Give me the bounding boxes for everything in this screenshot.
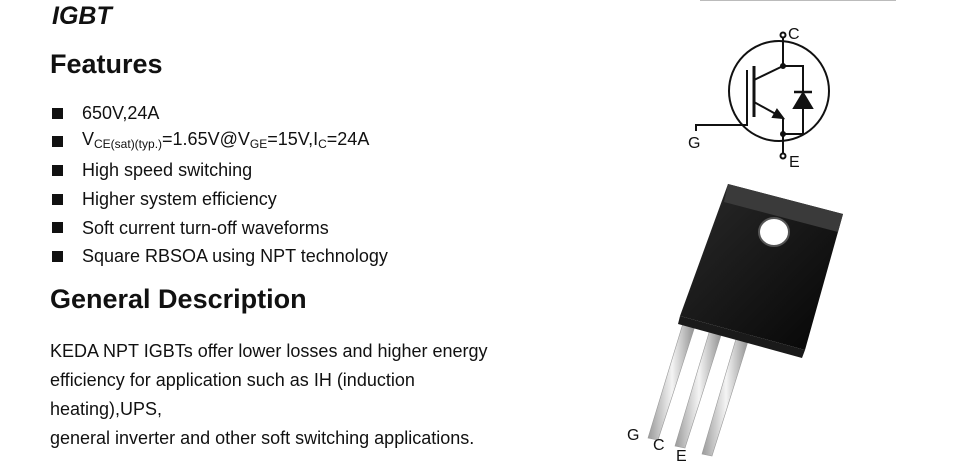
gate-lead	[695, 70, 748, 131]
package-pin-e-label: E	[676, 448, 687, 465]
emitter-arrow-icon	[771, 108, 786, 120]
spec-ce-subscript: CE(sat)(typ.)	[94, 137, 163, 152]
square-bullet-icon	[52, 107, 63, 119]
feature-text: Soft current turn-off waveforms	[82, 217, 329, 238]
feature-text: 650V,24A	[82, 103, 160, 124]
feature-spec-text: VCE(sat)(typ.)=1.65V@VGE=15V,IC=24A	[82, 127, 369, 156]
description-line: efficiency for application such as IH (i…	[50, 370, 415, 390]
collector-terminal-dot	[779, 31, 787, 39]
spec-part-1: =1.65V@V	[162, 129, 250, 150]
package-pin-c-label: C	[653, 437, 665, 454]
feature-item: 650V,24A	[52, 99, 388, 128]
features-list: 650V,24A VCE(sat)(typ.)=1.65V@VGE=15V,IC…	[52, 99, 388, 271]
feature-item: Square RBSOA using NPT technology	[52, 242, 388, 271]
feature-item: Higher system efficiency	[52, 185, 388, 214]
symbol-pin-g-label: G	[688, 135, 700, 152]
feature-item: High speed switching	[52, 156, 388, 185]
description-line: general inverter and other soft switchin…	[50, 428, 475, 448]
symbol-pin-e-label: E	[789, 154, 800, 171]
square-bullet-icon	[52, 193, 63, 205]
feature-item: Soft current turn-off waveforms	[52, 213, 388, 242]
symbol-outline-circle	[728, 40, 830, 142]
junction-dot	[780, 131, 786, 137]
feature-text: High speed switching	[82, 160, 253, 181]
features-heading: Features	[50, 49, 163, 79]
feature-item-vce-spec: VCE(sat)(typ.)=1.65V@VGE=15V,IC=24A	[52, 128, 388, 157]
device-figure: C G E G C E	[600, 0, 900, 471]
square-bullet-icon	[52, 164, 63, 176]
to220f-package-image	[647, 184, 843, 457]
diode-triangle-icon	[792, 91, 814, 109]
general-description-heading: General Description	[50, 284, 307, 314]
square-bullet-icon	[52, 136, 63, 148]
square-bullet-icon	[52, 222, 63, 234]
spec-c-subscript: C	[318, 137, 327, 152]
package-pin-g-label: G	[627, 427, 639, 444]
spec-v: V	[82, 129, 95, 150]
feature-text: Square RBSOA using NPT technology	[82, 246, 388, 267]
mounting-hole	[758, 217, 790, 247]
junction-dot	[780, 63, 786, 69]
symbol-pin-c-label: C	[788, 26, 800, 43]
square-bullet-icon	[52, 250, 63, 262]
package-body	[680, 184, 843, 350]
igbt-figure-svg: C G E G C E	[627, 26, 843, 465]
feature-text: Higher system efficiency	[82, 189, 277, 210]
package-bottom-edge	[678, 316, 805, 358]
description-line: KEDA NPT IGBTs offer lower losses and hi…	[50, 341, 488, 361]
spec-ge-subscript: GE	[249, 137, 268, 152]
spec-part-3: =24A	[326, 129, 370, 150]
emitter-terminal-dot	[779, 152, 787, 160]
document-title: IGBT	[52, 2, 112, 30]
collector-diagonal	[753, 65, 784, 81]
general-description-text: KEDA NPT IGBTs offer lower losses and hi…	[50, 337, 488, 453]
package-top-edge	[724, 184, 843, 232]
description-line: heating),UPS,	[50, 399, 163, 419]
igbt-schematic-symbol	[695, 31, 830, 160]
header-rule	[700, 0, 896, 1]
spec-part-2: =15V,I	[267, 129, 319, 150]
